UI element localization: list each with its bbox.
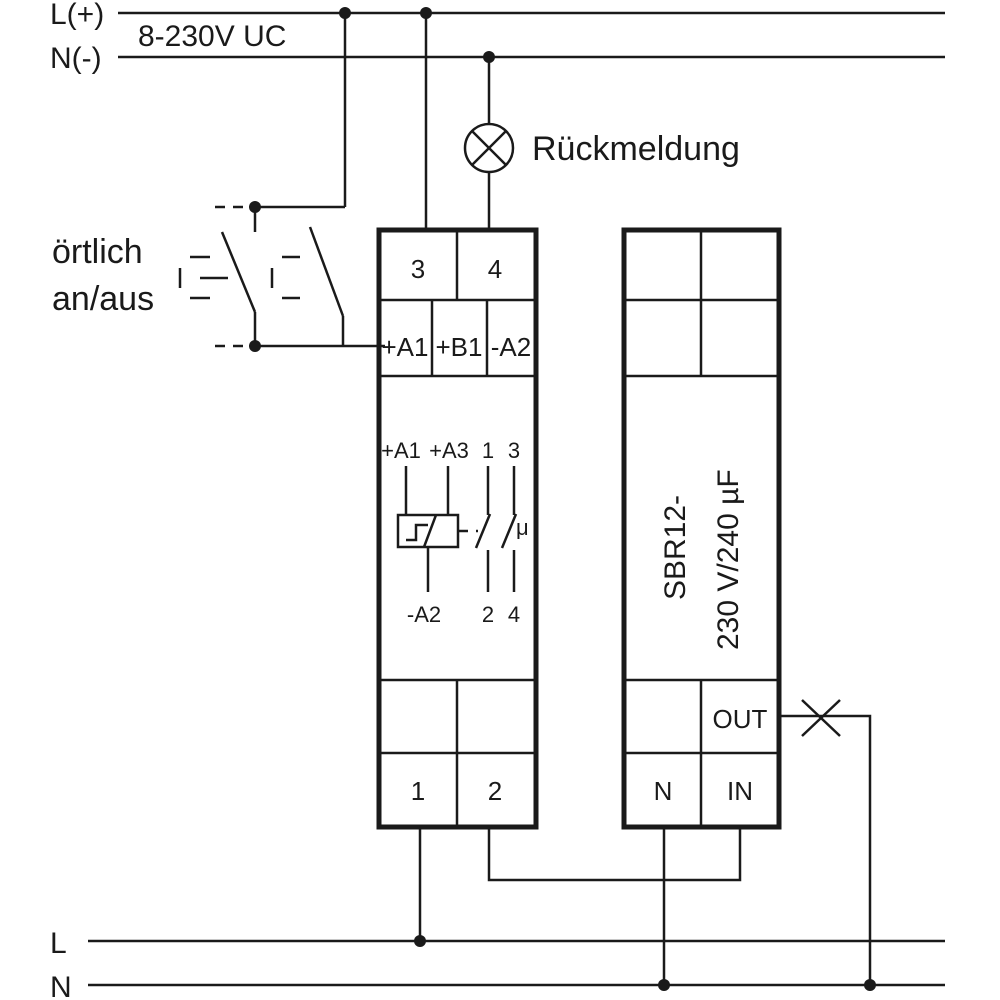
l-label: L	[50, 927, 67, 960]
mains-rails: L N	[50, 927, 945, 1000]
symbol-label-2: 2	[482, 602, 494, 627]
supply-rails: L(+) N(-) 8-230V UC	[50, 0, 945, 75]
l-plus-to-terminal-3	[420, 7, 432, 230]
relay-module: 3 4 +A1 +B1 -A2 +A1 +A3 1 3 μ	[376, 227, 539, 830]
local-switch-label-line1: örtlich	[52, 233, 143, 271]
relay-coil-icon	[396, 513, 460, 549]
l-plus-label: L(+)	[50, 0, 104, 31]
feedback-lamp: Rückmeldung	[463, 51, 740, 230]
symbol-label-a3: +A3	[429, 438, 469, 463]
relay-terminal-a1: +A1	[382, 332, 429, 362]
symbol-label-a1: +A1	[381, 438, 421, 463]
symbol-label-1: 1	[482, 438, 494, 463]
relay-terminal-b1: +B1	[436, 332, 483, 362]
local-switch: örtlich an/aus	[52, 7, 385, 352]
local-switch-label-line2: an/aus	[52, 280, 154, 318]
relay-symbol: +A1 +A3 1 3 μ -A2 2 4	[381, 438, 529, 627]
sbr-module: SBR12- 230 V/240 µF OUT N IN	[621, 227, 782, 830]
symbol-label-3: 3	[508, 438, 520, 463]
n-label: N	[50, 971, 72, 1000]
sbr-title-line1: SBR12-	[659, 495, 692, 600]
feedback-lamp-label: Rückmeldung	[532, 130, 740, 168]
switch-contact-1	[220, 231, 257, 313]
relay-terminal-a2: -A2	[491, 332, 531, 362]
contact-3-4-icon	[500, 513, 518, 549]
switch-contact-2	[308, 226, 345, 317]
relay-terminal-4: 4	[488, 254, 502, 284]
interconnect-wires	[414, 699, 876, 991]
relay-terminal-3: 3	[411, 254, 425, 284]
symbol-label-mu: μ	[516, 515, 529, 540]
symbol-label-a2: -A2	[407, 602, 441, 627]
relay-terminal-2: 2	[488, 776, 502, 806]
n-minus-label: N(-)	[50, 42, 102, 75]
sbr-terminal-n: N	[654, 776, 673, 806]
sbr-terminal-out: OUT	[713, 704, 768, 734]
symbol-label-4: 4	[508, 602, 520, 627]
relay-terminal-1: 1	[411, 776, 425, 806]
contact-1-2-icon	[474, 513, 492, 549]
supply-voltage-label: 8-230V UC	[138, 20, 286, 53]
sbr-title-line2: 230 V/240 µF	[712, 469, 745, 650]
sbr-terminal-in: IN	[727, 776, 753, 806]
